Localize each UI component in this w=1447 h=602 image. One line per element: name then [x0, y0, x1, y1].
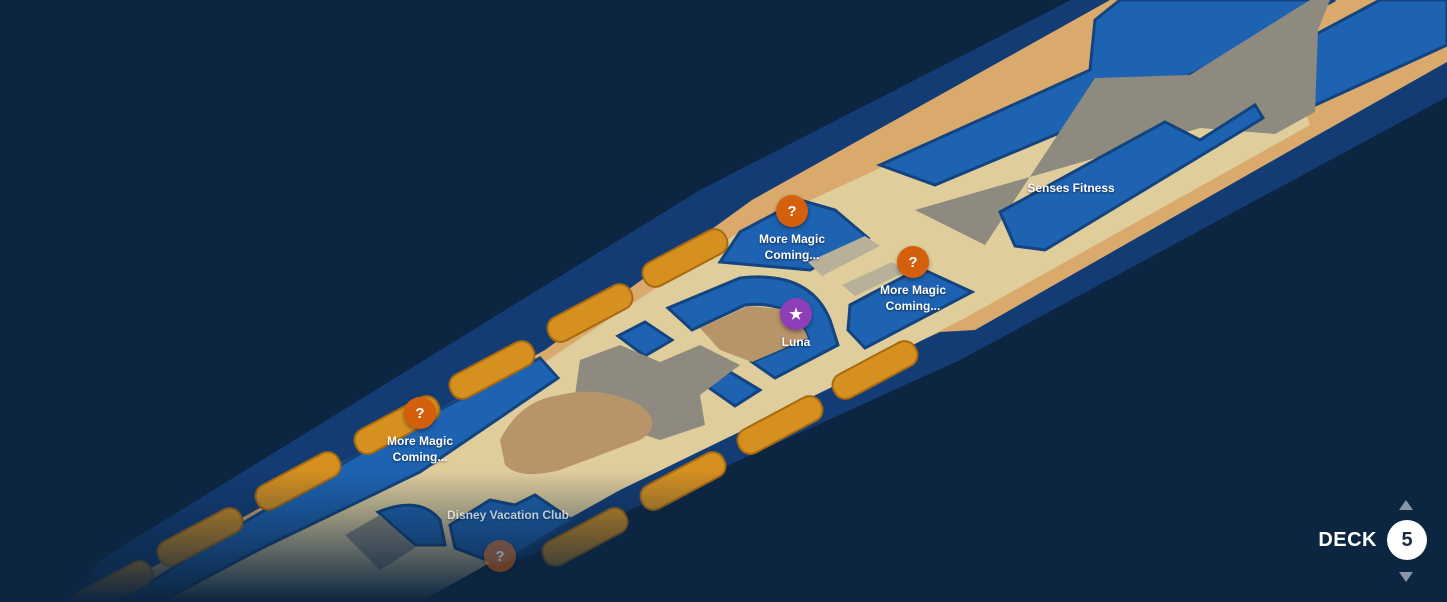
lifeboat: [736, 395, 824, 455]
label-line: Coming...: [764, 248, 820, 262]
deck-down-arrow-icon[interactable]: [1399, 572, 1413, 582]
label-line: Coming...: [392, 450, 448, 464]
stairs: [808, 236, 880, 276]
label-senses-fitness[interactable]: Senses Fitness: [1027, 181, 1115, 195]
stairs: [842, 262, 905, 296]
label-line: More Magic: [879, 283, 947, 297]
deck-label: DECK: [1318, 528, 1377, 551]
label-line: Coming...: [885, 299, 941, 313]
gray-area: [915, 0, 1330, 245]
lifeboat: [546, 283, 634, 343]
label-disney-vacation-club[interactable]: Disney Vacation Club: [446, 508, 570, 522]
deck-number[interactable]: 5: [1387, 520, 1427, 560]
label-line: More Magic: [386, 434, 454, 448]
deck-up-arrow-icon[interactable]: [1399, 500, 1413, 510]
deck-selector: DECK 5: [1318, 520, 1427, 560]
mystery-sparkle-icon[interactable]: ?: [404, 397, 436, 429]
mystery-sparkle-icon[interactable]: ?: [776, 195, 808, 227]
room-small: [615, 320, 675, 358]
atrium-floor: [500, 391, 653, 474]
lifeboat: [641, 228, 729, 288]
mystery-sparkle-icon[interactable]: ?: [897, 246, 929, 278]
mystery-sparkle-icon[interactable]: ?: [484, 540, 516, 572]
label-luna[interactable]: Luna: [781, 335, 811, 349]
star-icon[interactable]: ★: [780, 298, 812, 330]
bottom-fade: [0, 470, 1000, 602]
lifeboat: [448, 340, 536, 400]
label-line: More Magic: [758, 232, 826, 246]
room-senses-fitness[interactable]: [998, 102, 1266, 252]
lifeboat: [831, 340, 919, 400]
